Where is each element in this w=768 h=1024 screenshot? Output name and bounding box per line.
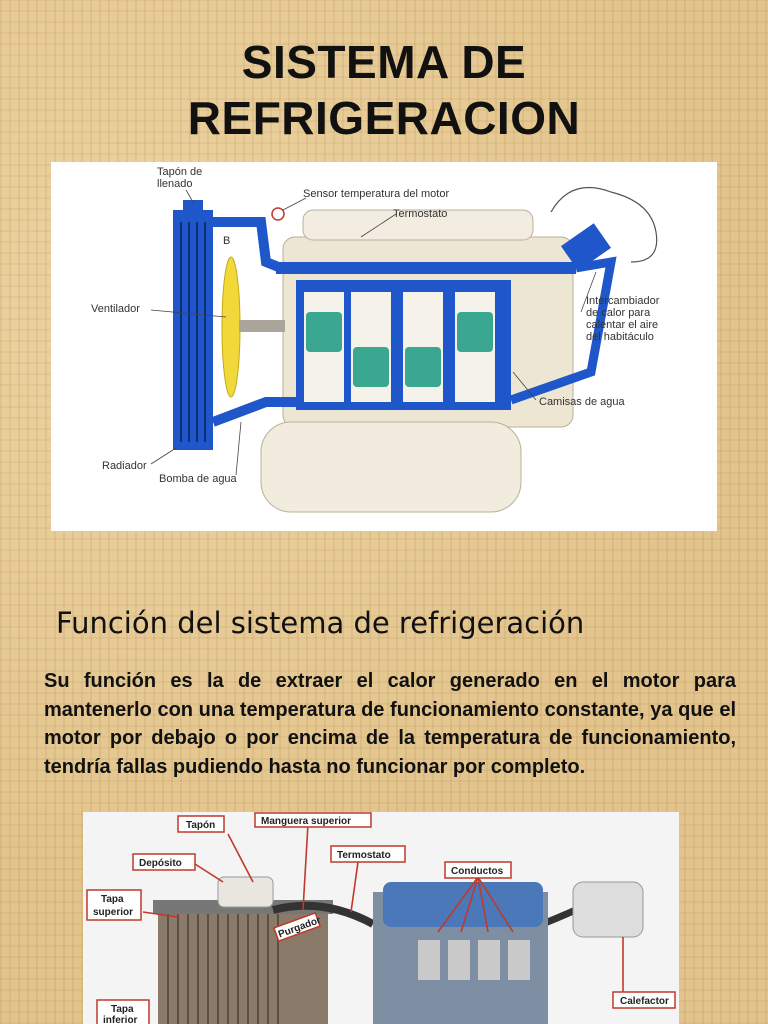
tag-tapa-inferior-1: Tapa — [111, 1004, 134, 1015]
cooling-diagram-svg: Tapón de llenado Sensor temperatura del … — [91, 166, 660, 513]
tag-conductos — [444, 861, 512, 879]
upper-coolant-pipe — [276, 262, 576, 274]
callout-lines — [142, 823, 624, 992]
label-tapon-1: Tapón de — [157, 166, 202, 178]
piston-3 — [405, 347, 441, 387]
label-intercambiador-3: calentar el aire — [586, 319, 658, 331]
label-ventilador: Ventilador — [91, 303, 140, 315]
upper-hose — [271, 901, 375, 928]
cabin-outline — [550, 186, 658, 263]
leader-lines — [150, 189, 597, 476]
fan — [221, 256, 241, 398]
cutaway-pistons — [418, 940, 530, 980]
tag-tapa-inferior — [96, 999, 150, 1024]
tag-manguera — [254, 812, 372, 828]
fan-shaft — [239, 320, 285, 332]
piston-4 — [457, 312, 493, 352]
label-intercambiador-2: de calor para — [586, 307, 651, 319]
label-marker: B — [223, 235, 230, 247]
radiator-grille — [167, 912, 279, 1024]
label-intercambiador-4: del habitáculo — [586, 331, 654, 343]
tag-tapa-superior — [86, 889, 142, 921]
tag-conductos-text: Conductos — [451, 866, 504, 877]
piston-2 — [353, 347, 389, 387]
radiator-core — [173, 210, 213, 450]
filler-cap — [183, 200, 203, 212]
tag-tapa-superior-1: Tapa — [101, 894, 124, 905]
heater-unit — [572, 881, 644, 938]
label-radiador: Radiador — [102, 460, 147, 472]
tag-tapa-superior-2: superior — [93, 907, 133, 918]
title-line-2: REFRIGERACION — [187, 92, 581, 144]
tag-tapa-inferior-2: inferior — [103, 1015, 138, 1024]
heater-hose — [509, 256, 617, 405]
label-camisas: Camisas de agua — [539, 396, 625, 408]
label-intercambiador-1: Intercambiador — [586, 295, 660, 307]
tag-purgador — [272, 911, 322, 943]
upper-radiator-hose — [213, 217, 283, 273]
tag-deposito — [132, 853, 196, 871]
section-body: Su función es la de extraer el calor gen… — [44, 670, 736, 778]
label-bomba: Bomba de agua — [159, 473, 238, 485]
tag-calefactor-text: Calefactor — [620, 996, 669, 1007]
tag-deposito-text: Depósito — [139, 858, 182, 869]
tag-termostato-text: Termostato — [337, 850, 391, 861]
temperature-sensor — [271, 207, 285, 221]
heater-core — [561, 223, 611, 271]
page-title: SISTEMA DE REFRIGERACION — [0, 34, 768, 146]
tag-termostato — [330, 845, 406, 863]
tag-tapon — [177, 815, 225, 833]
valve-cover — [302, 209, 534, 241]
engine-photo-diagram: Tapón Manguera superior Depósito Termost… — [83, 812, 679, 1024]
label-termostato: Termostato — [393, 208, 447, 220]
radiator-fins — [180, 222, 206, 442]
tag-manguera-text: Manguera superior — [261, 816, 351, 827]
label-tapon-2: llenado — [157, 178, 192, 190]
title-line-1: SISTEMA DE — [241, 36, 527, 88]
tag-calefactor — [612, 991, 676, 1009]
piston-1 — [306, 312, 342, 352]
lower-radiator-hose — [211, 397, 296, 427]
tag-tapon-text: Tapón — [186, 820, 215, 831]
section-heading: Función del sistema de refrigeración — [56, 606, 585, 640]
cooling-system-diagram: Tapón de llenado Sensor temperatura del … — [51, 162, 717, 531]
engine-photo-svg: Tapón Manguera superior Depósito Termost… — [86, 812, 676, 1024]
valve-cover — [383, 882, 543, 927]
oil-pan — [260, 421, 522, 513]
reservoir — [217, 876, 274, 908]
label-sensor: Sensor temperatura del motor — [303, 188, 449, 200]
